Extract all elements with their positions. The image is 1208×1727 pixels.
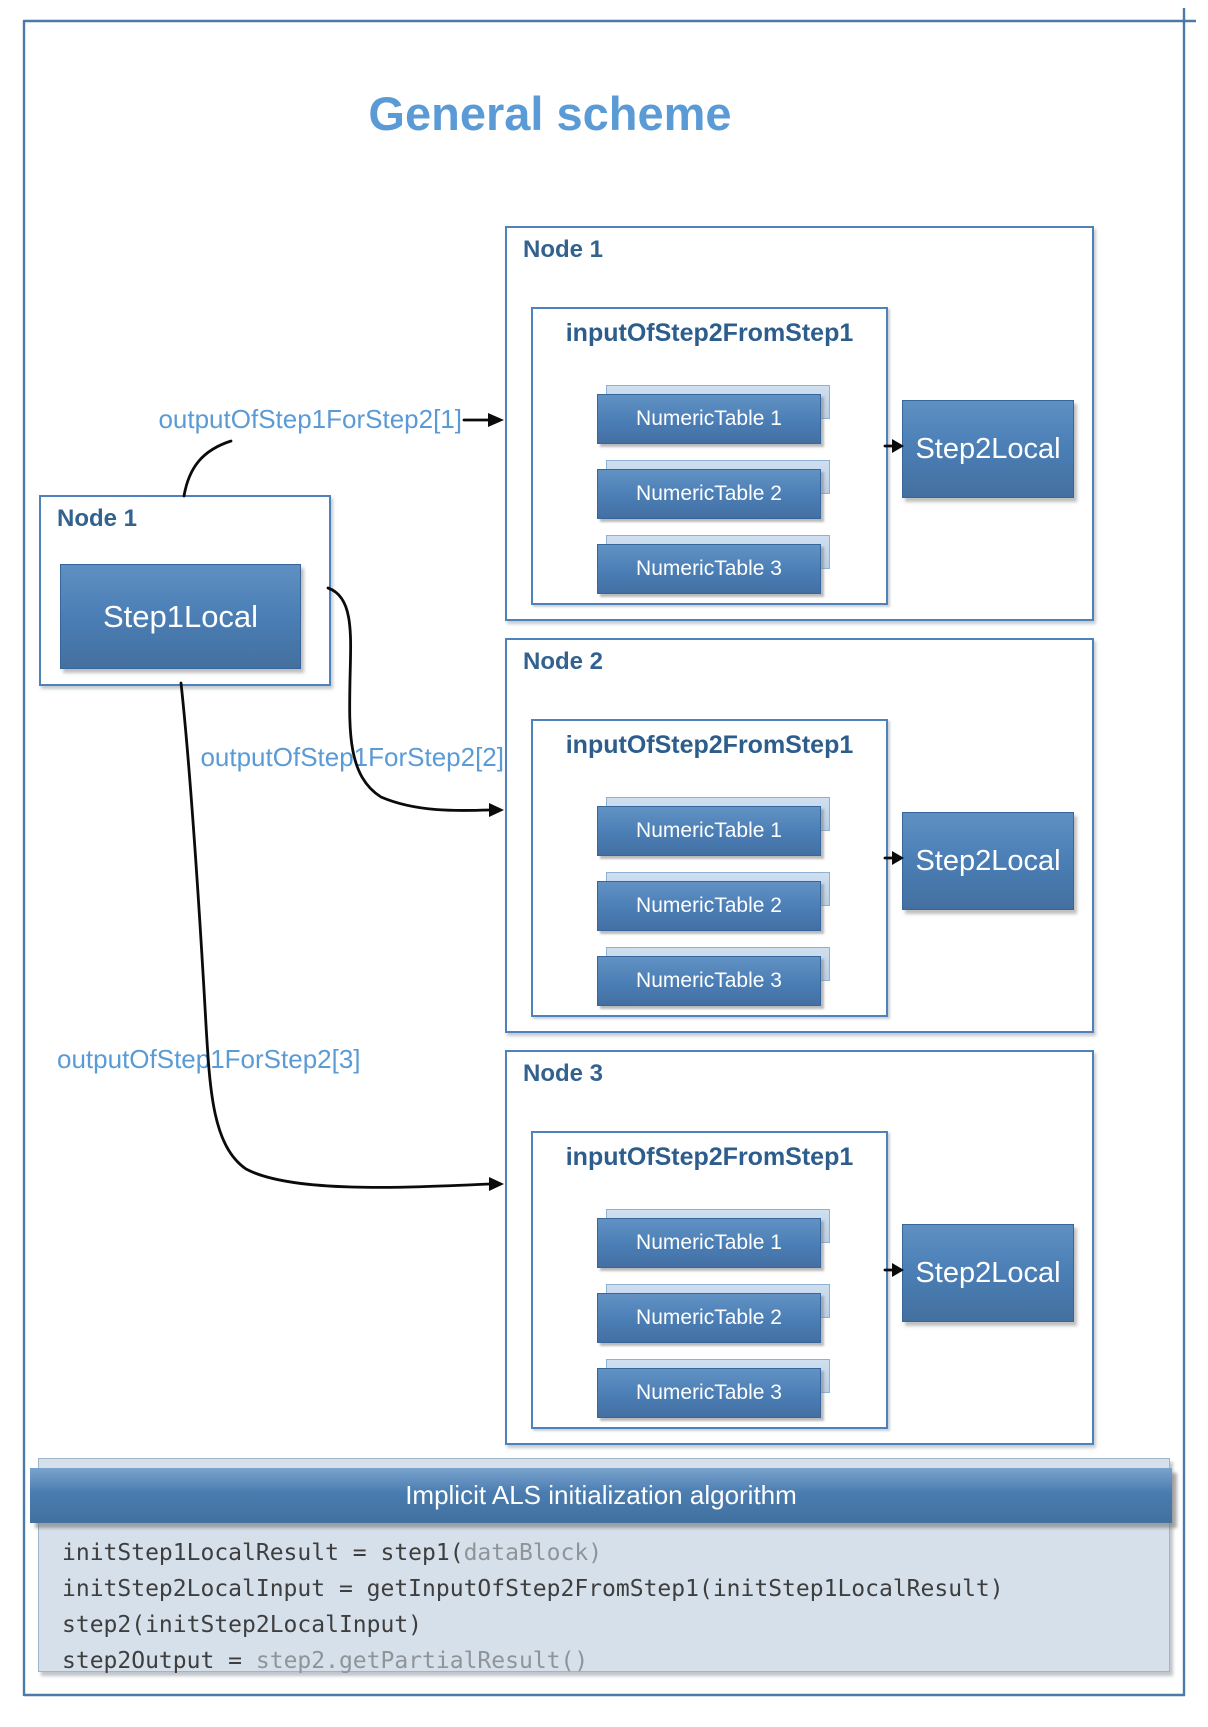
arrowhead-node3-icon [489, 1177, 504, 1191]
curve-to-node2 [326, 586, 491, 812]
code-line: initStep2LocalInput = getInputOfStep2Fro… [62, 1576, 1004, 1602]
numeric-table: NumericTable 1 [597, 385, 830, 444]
node-1-title: Node 1 [523, 236, 604, 263]
node-1-input-label: inputOfStep2FromStep1 [565, 319, 854, 347]
step2local-box-2: Step2Local [902, 812, 1074, 910]
algorithm-title: Implicit ALS initialization algorithm [405, 1480, 797, 1510]
numeric-table: NumericTable 2 [597, 460, 830, 519]
step2local-label: Step2Local [915, 844, 1061, 877]
numeric-table-label: NumericTable 3 [597, 544, 821, 594]
node-3-title: Node 3 [523, 1060, 604, 1087]
numeric-table-label: NumericTable 1 [597, 806, 821, 856]
step1local-label: Step1Local [102, 598, 259, 634]
code-line: step2(initStep2LocalInput) [62, 1612, 423, 1638]
numeric-table: NumericTable 2 [597, 872, 830, 931]
numeric-table: NumericTable 2 [597, 1284, 830, 1343]
numeric-table: NumericTable 3 [597, 535, 830, 594]
algorithm-title-bar: Implicit ALS initialization algorithm [30, 1468, 1172, 1523]
curve-to-node1 [182, 439, 233, 498]
code-line: initStep1LocalResult = step1(dataBlock) [62, 1540, 603, 1566]
numeric-table-label: NumericTable 1 [597, 394, 821, 444]
node-3-input-box: inputOfStep2FromStep1 NumericTable 1 Num… [531, 1131, 888, 1429]
step1local-box: Step1Local [60, 564, 301, 669]
node-2-input-label: inputOfStep2FromStep1 [565, 731, 854, 759]
numeric-table-label: NumericTable 3 [597, 1368, 821, 1418]
connector-label-3: outputOfStep1ForStep2[3] [57, 1044, 361, 1074]
arrowhead-node2-icon [489, 803, 504, 817]
node-1-input-box: inputOfStep2FromStep1 NumericTable 1 Num… [531, 307, 888, 605]
numeric-table: NumericTable 3 [597, 947, 830, 1006]
source-node-title: Node 1 [57, 505, 138, 532]
node-3-input-label: inputOfStep2FromStep1 [565, 1143, 854, 1171]
connector-label-1: outputOfStep1ForStep2[1] [158, 404, 462, 434]
code-line: step2Output = step2.getPartialResult() [62, 1648, 589, 1674]
source-node-box: Node 1 Step1Local [39, 495, 331, 686]
numeric-table-label: NumericTable 3 [597, 956, 821, 1006]
node-box-2: Node 2 inputOfStep2FromStep1 NumericTabl… [505, 638, 1094, 1033]
step2local-label: Step2Local [915, 1256, 1061, 1289]
node-2-input-box: inputOfStep2FromStep1 NumericTable 1 Num… [531, 719, 888, 1017]
numeric-table: NumericTable 3 [597, 1359, 830, 1418]
numeric-table: NumericTable 1 [597, 1209, 830, 1268]
step2local-box-3: Step2Local [902, 1224, 1074, 1322]
numeric-table-label: NumericTable 1 [597, 1218, 821, 1268]
node-box-3: Node 3 inputOfStep2FromStep1 NumericTabl… [505, 1050, 1094, 1445]
numeric-table-label: NumericTable 2 [597, 881, 821, 931]
numeric-table-label: NumericTable 2 [597, 469, 821, 519]
step2local-box-1: Step2Local [902, 400, 1074, 498]
page-title: General scheme [368, 87, 732, 140]
arrowhead-node1-icon [488, 413, 504, 427]
numeric-table-label: NumericTable 2 [597, 1293, 821, 1343]
code-block: initStep1LocalResult = step1(dataBlock) i… [62, 1535, 1142, 1679]
step2local-label: Step2Local [915, 432, 1061, 465]
node-2-title: Node 2 [523, 648, 604, 675]
connector-label-2: outputOfStep1ForStep2[2] [200, 742, 504, 772]
node-box-1: Node 1 inputOfStep2FromStep1 NumericTabl… [505, 226, 1094, 621]
numeric-table: NumericTable 1 [597, 797, 830, 856]
